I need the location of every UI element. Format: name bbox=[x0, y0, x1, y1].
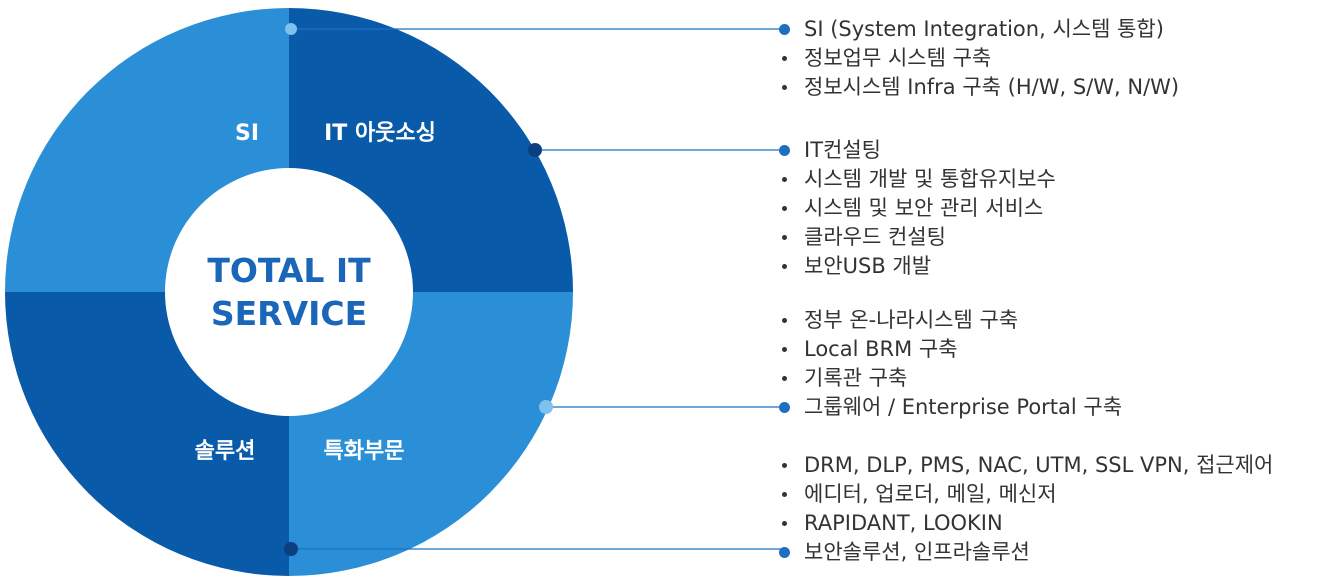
bullet-item: 에디터, 업로더, 메일, 메신저 bbox=[780, 480, 1273, 509]
connector-dot-solution bbox=[284, 542, 298, 556]
bullet-item: Local BRM 구축 bbox=[780, 335, 1122, 364]
bullet-item: 보안솔루션, 인프라솔루션 bbox=[778, 538, 1273, 567]
bullet-item: DRM, DLP, PMS, NAC, UTM, SSL VPN, 접근제어 bbox=[780, 451, 1273, 480]
bullet-item: 클라우드 컨설팅 bbox=[780, 223, 1056, 252]
quadrant-label-solution: 솔루션 bbox=[195, 439, 256, 464]
bullet-item: SI (System Integration, 시스템 통합) bbox=[778, 15, 1179, 44]
quadrant-label-outsourcing: IT 아웃소싱 bbox=[324, 121, 436, 146]
center-title-line1: TOTAL IT bbox=[207, 251, 371, 290]
bullet-item: 정보시스템 Infra 구축 (H/W, S/W, N/W) bbox=[780, 73, 1179, 102]
bullet-item: 시스템 및 보안 관리 서비스 bbox=[780, 194, 1056, 223]
bullet-item: IT컨설팅 bbox=[779, 136, 1056, 165]
quadrant-label-si: SI bbox=[235, 121, 259, 146]
bullet-list-solution: DRM, DLP, PMS, NAC, UTM, SSL VPN, 접근제어 에… bbox=[778, 451, 1273, 567]
bullet-list-special: 정부 온-나라시스템 구축 Local BRM 구축 기록관 구축 그룹웨어 /… bbox=[778, 306, 1122, 422]
bullet-item: 시스템 개발 및 통합유지보수 bbox=[780, 165, 1056, 194]
center-title-line2: SERVICE bbox=[211, 294, 367, 333]
bullet-list-si: SI (System Integration, 시스템 통합) 정보업무 시스템… bbox=[778, 15, 1179, 102]
center-circle bbox=[165, 168, 413, 416]
bullet-item: 정부 온-나라시스템 구축 bbox=[780, 306, 1122, 335]
bullet-item: 기록관 구축 bbox=[780, 364, 1122, 393]
bullet-list-outsourcing: IT컨설팅 시스템 개발 및 통합유지보수 시스템 및 보안 관리 서비스 클라… bbox=[779, 136, 1056, 281]
quadrant-label-special: 특화부문 bbox=[324, 439, 405, 464]
bullet-item: 정보업무 시스템 구축 bbox=[780, 44, 1179, 73]
connector-dot-outsourcing bbox=[528, 143, 542, 157]
bullet-item: 보안USB 개발 bbox=[780, 252, 1056, 281]
connector-dot-special bbox=[539, 400, 553, 414]
bullet-item: RAPIDANT, LOOKIN bbox=[780, 509, 1273, 538]
connector-dot-si bbox=[285, 23, 297, 35]
bullet-item: 그룹웨어 / Enterprise Portal 구축 bbox=[778, 393, 1122, 422]
